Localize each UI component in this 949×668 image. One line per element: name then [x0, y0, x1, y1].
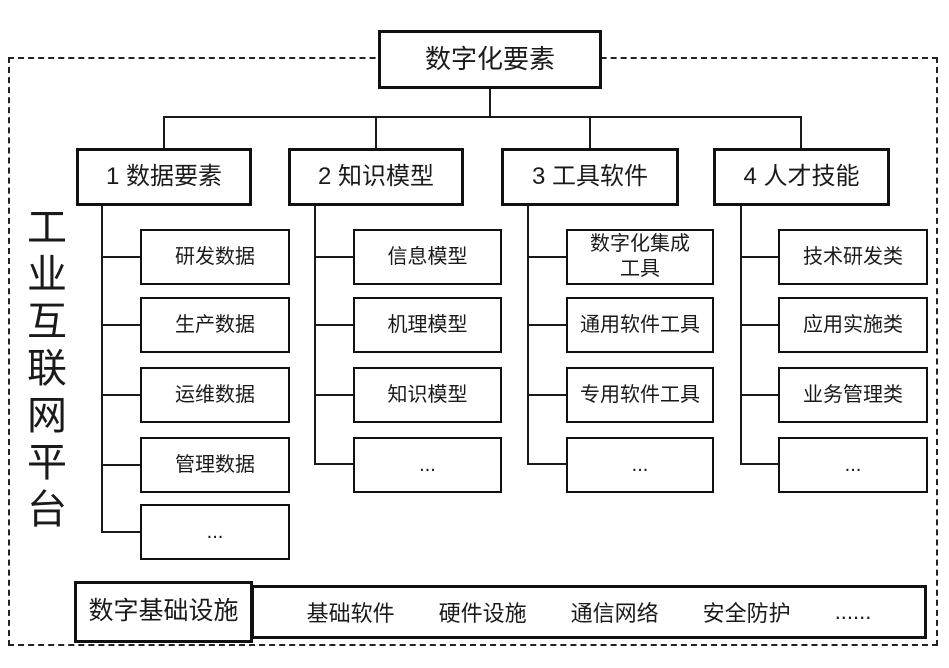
connector-branch-1-4: [101, 464, 141, 466]
connector-branch-1-5: [101, 531, 141, 533]
node-tool-software: 3 工具软件: [501, 148, 679, 206]
connector-root-stem: [489, 88, 491, 118]
connector-branch-2-4: [314, 463, 354, 465]
node-mechanism-model: 机理模型: [353, 297, 502, 353]
node-digital-integration-tools: 数字化集成 工具: [566, 229, 714, 285]
node-rnd-data: 研发数据: [140, 229, 290, 285]
connector-branch-3-3: [527, 394, 567, 396]
connector-branch-1-3: [101, 394, 141, 396]
connector-branch-2-2: [314, 324, 354, 326]
connector-branch-4-4: [740, 463, 780, 465]
node-data-elements: 1 数据要素: [76, 148, 252, 206]
infra-item-more: ......: [834, 599, 872, 624]
connector-bus: [163, 116, 802, 118]
node-knowledge-models: 2 知识模型: [288, 148, 464, 206]
node-digital-infrastructure: 数字基础设施: [74, 581, 253, 643]
node-special-software-tools: 专用软件工具: [566, 367, 714, 423]
connector-branch-3-4: [527, 463, 567, 465]
node-operation-data: 运维数据: [140, 367, 290, 423]
node-management-data: 管理数据: [140, 437, 290, 493]
connector-branch-2-3: [314, 394, 354, 396]
node-production-data: 生产数据: [140, 297, 290, 353]
node-application-class: 应用实施类: [778, 297, 928, 353]
node-data-more: ...: [140, 504, 290, 560]
connector-branch-3-1: [527, 256, 567, 258]
infra-item-communication-network: 通信网络: [570, 601, 659, 626]
node-general-software-tools: 通用软件工具: [566, 297, 714, 353]
connector-branch-3-2: [527, 324, 567, 326]
connector-drop-3: [589, 116, 591, 148]
connector-branch-2-1: [314, 256, 354, 258]
node-knowledge-model: 知识模型: [353, 367, 502, 423]
node-tools-more: ...: [566, 437, 714, 493]
node-digital-elements: 数字化要素: [378, 30, 602, 89]
connector-branch-1-2: [101, 324, 141, 326]
node-talent-more: ...: [778, 437, 928, 493]
node-model-more: ...: [353, 437, 502, 493]
node-talent-skills: 4 人才技能: [713, 148, 890, 206]
infra-item-basic-software: 基础软件: [306, 601, 395, 626]
platform-side-label: 工业互联网平台: [21, 206, 65, 535]
connector-drop-2: [375, 116, 377, 148]
connector-branch-1-1: [101, 256, 141, 258]
connector-drop-4: [800, 116, 802, 148]
node-business-mgmt-class: 业务管理类: [778, 367, 928, 423]
connector-trunk-1: [101, 206, 103, 532]
connector-branch-4-2: [740, 324, 780, 326]
infrastructure-bar: 基础软件 硬件设施 通信网络 安全防护 ......: [251, 585, 927, 639]
infra-item-hardware-facilities: 硬件设施: [438, 601, 527, 626]
connector-trunk-4: [740, 206, 742, 465]
connector-branch-4-1: [740, 256, 780, 258]
node-tech-rnd-class: 技术研发类: [778, 229, 928, 285]
node-information-model: 信息模型: [353, 229, 502, 285]
connector-trunk-2: [314, 206, 316, 465]
connector-branch-4-3: [740, 394, 780, 396]
connector-trunk-3: [527, 206, 529, 465]
infra-item-security-protection: 安全防护: [702, 601, 791, 626]
connector-drop-1: [163, 116, 165, 148]
